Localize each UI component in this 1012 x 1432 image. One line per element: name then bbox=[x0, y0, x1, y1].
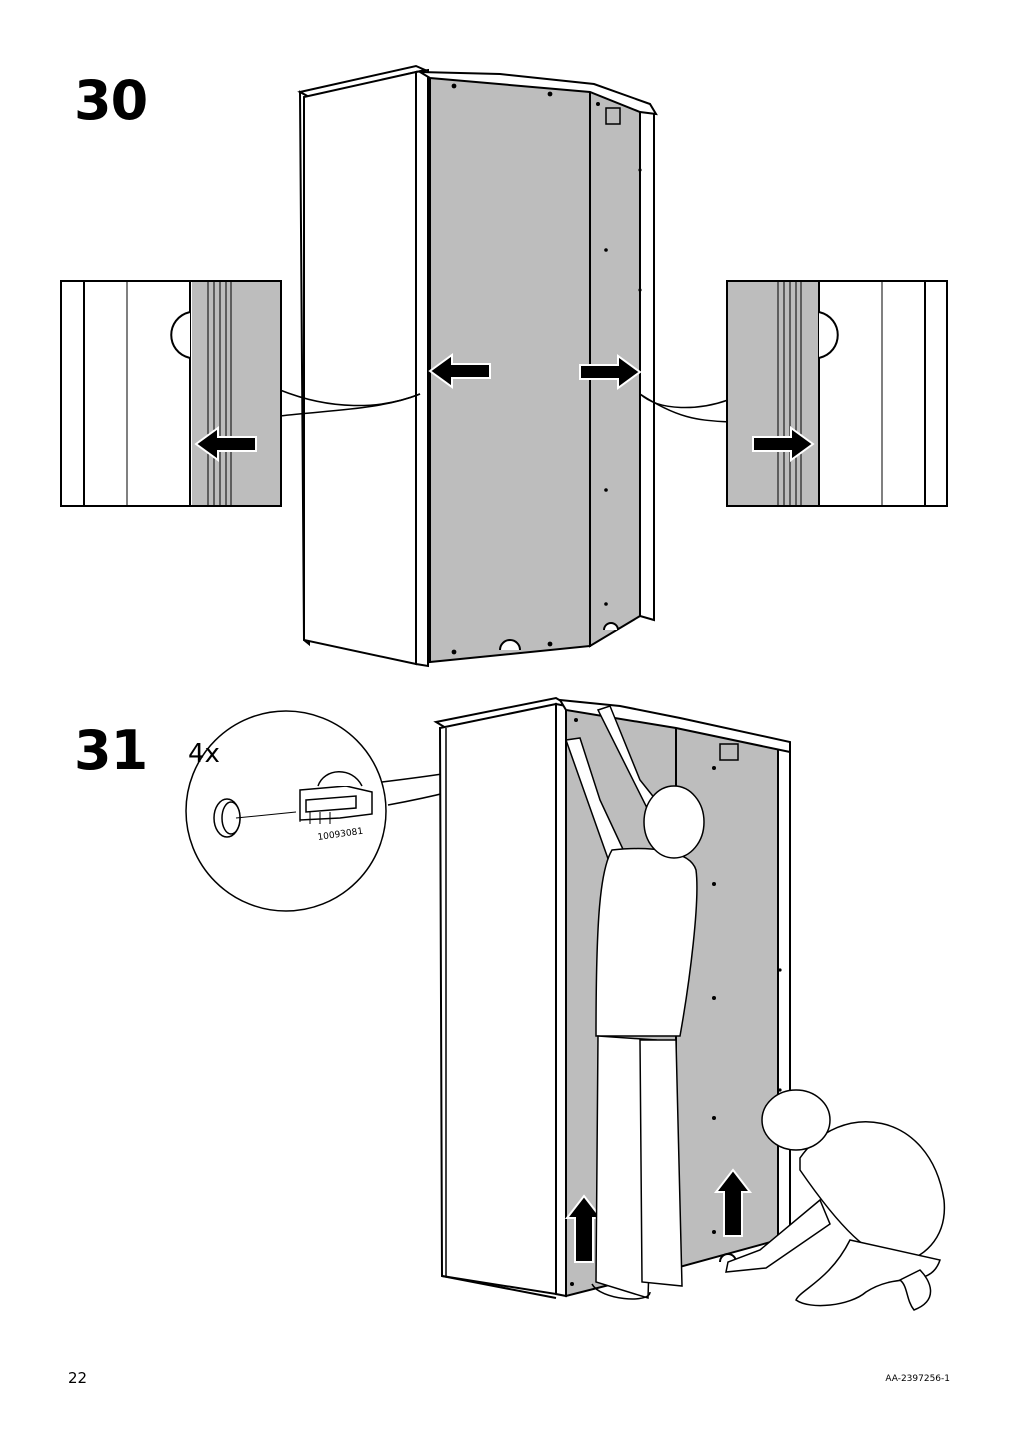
page-number: 22 bbox=[68, 1369, 88, 1387]
step31-label-box bbox=[719, 743, 739, 761]
step30-detail-left bbox=[60, 280, 421, 507]
step30-cabinet bbox=[297, 64, 658, 668]
step30-screw-holes bbox=[451, 83, 642, 655]
step31-detail-callout bbox=[185, 710, 579, 912]
step-number-31: 31 bbox=[74, 719, 148, 782]
document-id: AA-2397256-1 bbox=[885, 1374, 950, 1384]
arrow-up-icon bbox=[713, 1168, 753, 1237]
step-number-30: 30 bbox=[74, 69, 148, 132]
step31-screw-holes bbox=[570, 718, 782, 1286]
standing-person-figure bbox=[564, 705, 705, 1300]
crouching-person-figure bbox=[725, 1089, 946, 1311]
step30-detail-right bbox=[639, 280, 948, 507]
quantity-label: 4x bbox=[188, 739, 220, 769]
step30-label-box bbox=[605, 107, 621, 125]
